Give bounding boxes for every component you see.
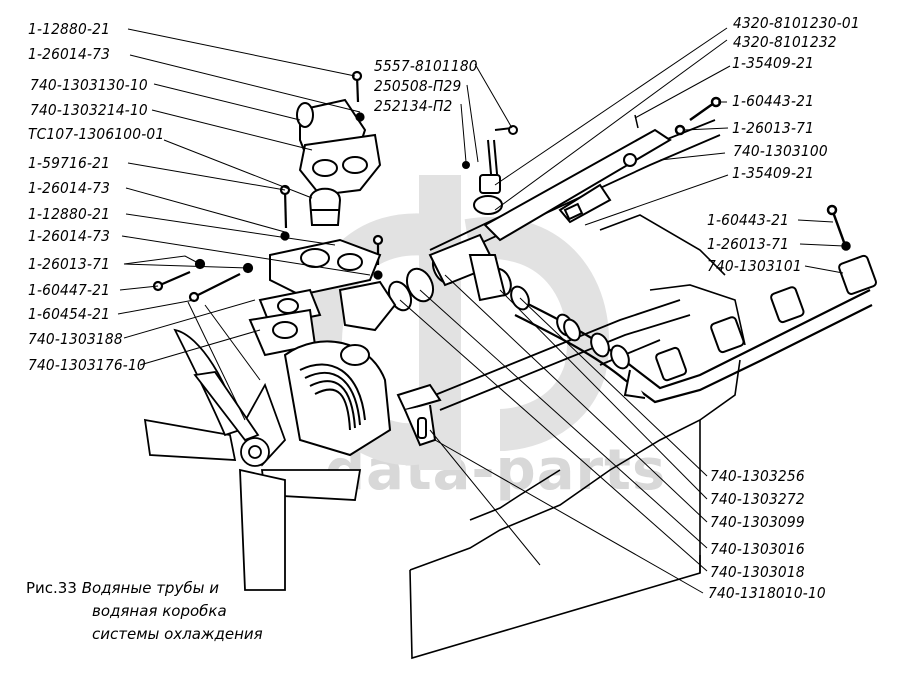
part-label: 1-12880-21 (28, 205, 111, 223)
cooling-fan (143, 328, 362, 591)
part-label: 740-1303016 (710, 540, 805, 558)
right-manifold-flanges (623, 254, 878, 399)
pump-bracket (396, 383, 442, 447)
part-label: 740-1303130-10 (30, 76, 148, 94)
part-label: 740-1303176-10 (28, 356, 146, 374)
part-label: 1-26014-73 (28, 179, 111, 197)
part-label: 740-1303272 (710, 490, 805, 508)
part-label: 250508-П29 (374, 77, 462, 95)
part-label: 1-60443-21 (707, 211, 790, 229)
caption-line-3: системы охлаждения (92, 625, 263, 643)
engine-block (409, 214, 746, 660)
part-label: 5557-8101180 (374, 57, 478, 75)
figure-caption: Рис.33 Водяные трубы и водяная коробка с… (26, 577, 263, 646)
drain-valve (462, 125, 518, 215)
part-label: 740-1318010-10 (708, 584, 826, 602)
part-label: 1-26013-71 (707, 235, 790, 253)
part-label: 740-1303256 (710, 467, 805, 485)
caption-line-2: водяная коробка (92, 602, 227, 620)
thermostat-housing (296, 98, 382, 226)
part-label: 740-1303100 (733, 142, 828, 160)
part-label: 1-35409-21 (732, 164, 815, 182)
part-label: 1-26013-71 (28, 255, 111, 273)
part-label: 1-59716-21 (28, 154, 111, 172)
part-label: 740-1303101 (707, 257, 802, 275)
part-label: 252134-П2 (374, 97, 453, 115)
bolts-right-mid (826, 204, 851, 251)
tee-fitting (428, 233, 507, 302)
part-label: 4320-8101230-01 (733, 14, 860, 32)
part-label: 1-12880-21 (28, 20, 111, 38)
part-label: 740-1303018 (710, 563, 805, 581)
left-bolts (152, 70, 384, 303)
part-label: 1-60454-21 (28, 305, 111, 323)
part-label: ТС107-1306100-01 (28, 125, 165, 143)
part-label: 740-1303099 (710, 513, 805, 531)
part-label: 740-1303188 (28, 330, 123, 348)
upper-manifold (483, 114, 672, 242)
caption-line-1: Водяные трубы и (81, 579, 219, 597)
part-label: 1-26013-71 (732, 119, 815, 137)
part-label: 1-26014-73 (28, 45, 111, 63)
water-pump (283, 340, 392, 457)
part-label: 1-26014-73 (28, 227, 111, 245)
part-label: 1-60443-21 (732, 92, 815, 110)
part-label: 1-35409-21 (732, 54, 815, 72)
part-label: 4320-8101232 (733, 33, 837, 51)
figure-number: Рис.33 (26, 579, 77, 597)
part-label: 740-1303214-10 (30, 101, 148, 119)
part-label: 1-60447-21 (28, 281, 111, 299)
leader-lines (117, 27, 845, 594)
